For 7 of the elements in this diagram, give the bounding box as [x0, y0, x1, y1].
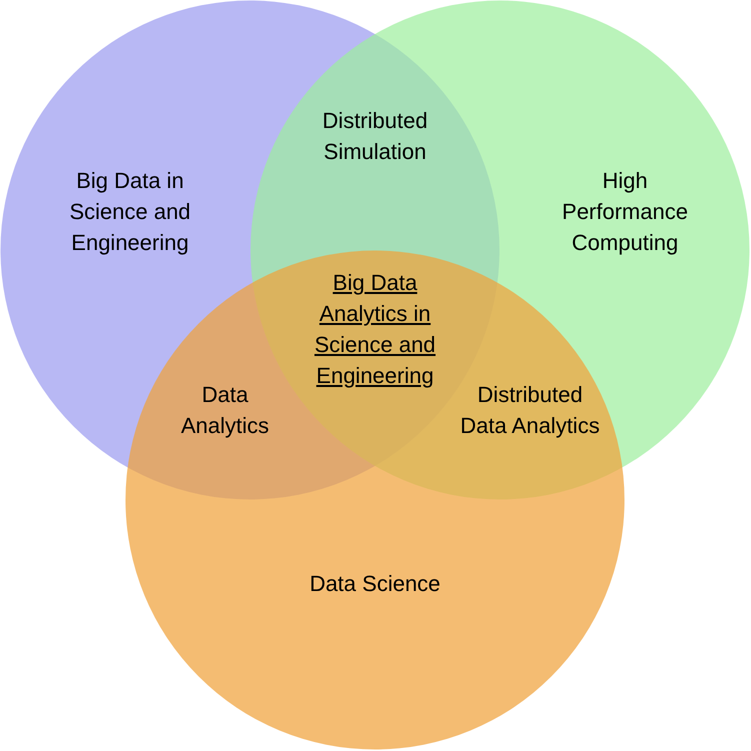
overlap-label: Distributed Simulation: [321, 107, 429, 166]
overlap-label: Data Analytics: [180, 381, 270, 440]
set-label: Big Data in Science and Engineering: [68, 167, 192, 257]
set-label: Data Science: [308, 570, 442, 598]
overlap-label: Distributed Data Analytics: [460, 381, 600, 440]
set-label: High Performance Computing: [561, 167, 689, 257]
overlap-label: Big Data Analytics in Science and Engineering: [313, 269, 437, 390]
